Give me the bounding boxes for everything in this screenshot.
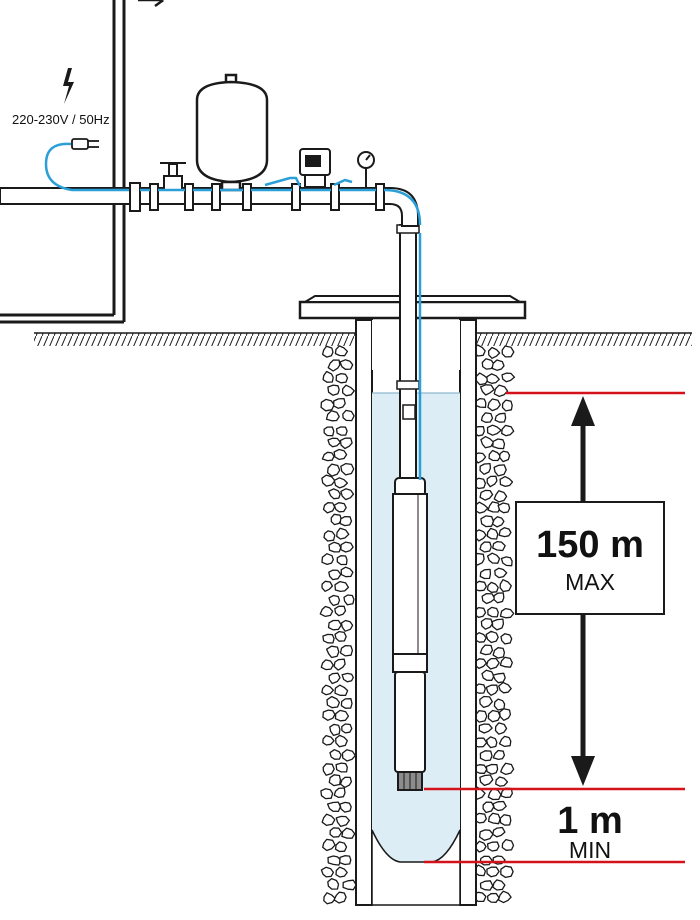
- lightning-icon: [63, 68, 74, 104]
- power-supply-label: 220-230V / 50Hz: [12, 112, 110, 127]
- arrow-icon: [138, 0, 165, 8]
- well-head-plate: [298, 295, 527, 320]
- max-depth-box: 150 m MAX: [515, 501, 665, 615]
- max-depth-value: 150 m: [536, 524, 644, 566]
- min-clearance-label: MIN: [569, 837, 611, 863]
- submersible-pump: [392, 477, 428, 791]
- ground-surface: [34, 332, 692, 346]
- house-outline: [0, 0, 126, 324]
- pressure-gauge-icon: [357, 151, 375, 188]
- riser-pipe: [396, 224, 420, 491]
- arrow-up-icon: [571, 396, 595, 426]
- dimension-lines: [424, 391, 685, 864]
- gravel-pack: [319, 344, 516, 905]
- pressure-tank: [195, 73, 269, 192]
- depth-arrow: [571, 396, 595, 786]
- min-clearance-value: 1 m: [557, 800, 622, 842]
- power-cable: [44, 142, 422, 480]
- arrow-down-icon: [571, 756, 595, 786]
- horizontal-pipe: [0, 182, 419, 227]
- min-clearance-label-group: 1 m MIN: [557, 796, 623, 863]
- plug-icon: [71, 138, 99, 150]
- valve-icon: [160, 162, 186, 191]
- pressure-switch: [299, 148, 331, 188]
- max-depth-label: MAX: [565, 569, 615, 595]
